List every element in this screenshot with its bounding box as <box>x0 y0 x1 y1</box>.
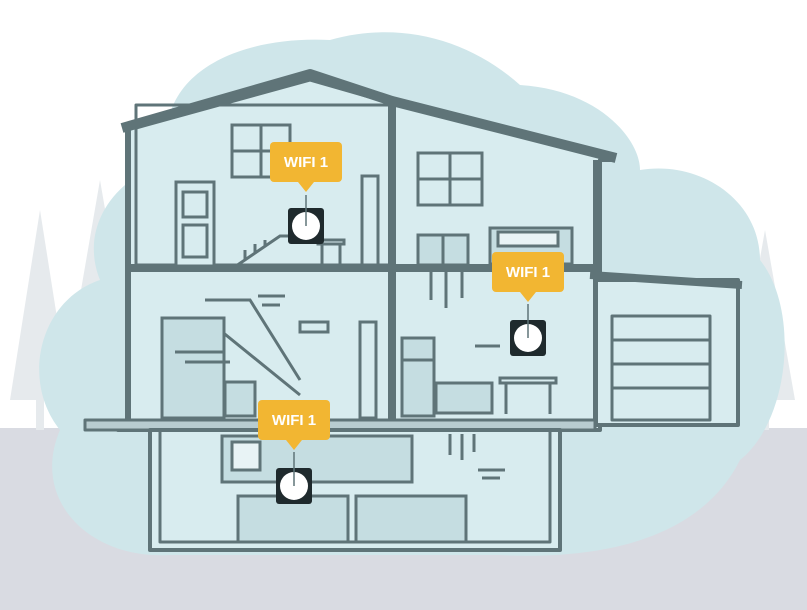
wifi-node-basement: WIFI 1 <box>258 400 330 504</box>
label-tag-icon: WIFI 1 <box>492 252 564 302</box>
house <box>83 69 743 552</box>
wifi-tag-label-basement: WIFI 1 <box>272 412 316 429</box>
mesh-router-icon <box>276 452 312 504</box>
main-floor-left-room <box>160 294 378 420</box>
mesh-router-icon <box>510 304 546 356</box>
wifi-tag-label-upstairs: WIFI 1 <box>284 154 328 171</box>
wifi-tag-label-main-floor: WIFI 1 <box>506 264 550 281</box>
mesh-router-icon <box>288 195 324 244</box>
wifi-node-upstairs: WIFI 1 <box>270 142 342 244</box>
basement-room <box>220 434 505 544</box>
wifi-node-main-floor: WIFI 1 <box>492 252 564 356</box>
label-tag-icon: WIFI 1 <box>258 400 330 450</box>
label-tag-icon: WIFI 1 <box>270 142 342 192</box>
kitchen <box>400 270 558 418</box>
